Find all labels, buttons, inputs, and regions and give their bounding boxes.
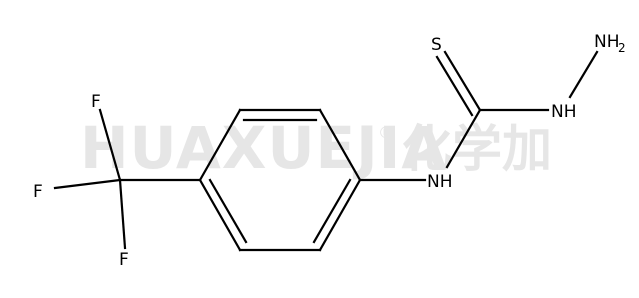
cf-bond-left [53, 178, 122, 190]
atom-nh2: NH [594, 32, 620, 52]
ring-double-bond-left [208, 178, 248, 244]
c-s-double-bond-b [435, 55, 474, 117]
atom-nh2-subscript: 2 [618, 41, 626, 55]
ring-bond-1 [198, 108, 242, 182]
watermark: HUAXUEJIA ® 化学加 [80, 114, 552, 182]
atom-f-bottom: F [119, 250, 129, 270]
atom-nh-hydrazine: NH [551, 102, 577, 122]
c-s-double-bond-a [443, 50, 482, 112]
watermark-latin: HUAXUEJIA [80, 114, 447, 182]
cf-bond-bottom [118, 178, 127, 250]
nh-to-c-bond [445, 108, 482, 169]
atom-nh-aryl: NH [427, 172, 453, 192]
ring-bond-4 [318, 178, 362, 252]
atom-s: S [431, 35, 442, 55]
ring-bond-6 [198, 178, 242, 252]
ring-bond-3 [318, 108, 362, 182]
nh-to-nh2-bond [568, 50, 599, 99]
watermark-registered-mark: ® [378, 123, 394, 142]
atom-labels: F F F NH S NH NH 2 [33, 32, 626, 270]
watermark-cjk: 化学加 [402, 120, 552, 178]
cf-bond-top [98, 108, 122, 182]
ring-double-bond-right [312, 178, 352, 244]
atom-f-left: F [33, 182, 43, 202]
atom-f-top: F [91, 92, 101, 112]
bonds [53, 50, 599, 252]
